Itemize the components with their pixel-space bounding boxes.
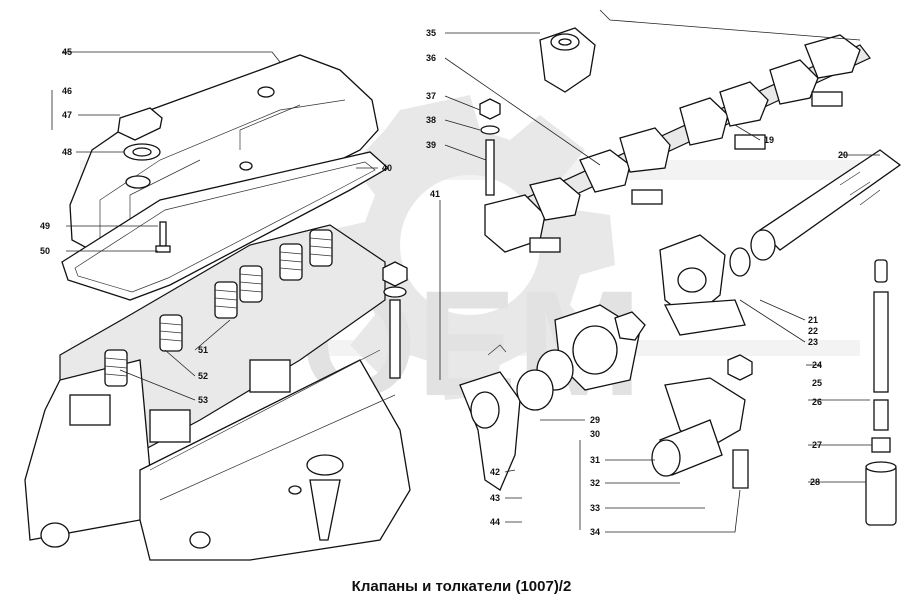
- callout-21: 21: [808, 315, 818, 325]
- callout-49: 49: [40, 221, 50, 231]
- valve-springs: [104, 229, 333, 387]
- callout-53: 53: [198, 395, 208, 405]
- cylinder-head: [24, 224, 411, 561]
- callout-48: 48: [62, 147, 72, 157]
- callout-19: 19: [764, 135, 774, 145]
- callout-37: 37: [426, 91, 436, 101]
- cover-gasket: [61, 151, 390, 301]
- callout-35: 35: [426, 28, 436, 38]
- rocker-arms: [484, 34, 861, 253]
- rocker-arm-42: [459, 344, 554, 491]
- callout-42: 42: [490, 467, 500, 477]
- shaft-end-tube-20: [729, 149, 902, 277]
- callout-32: 32: [590, 478, 600, 488]
- rocker-bracket-35: [539, 27, 596, 93]
- callout-52: 52: [198, 371, 208, 381]
- callout-38: 38: [426, 115, 436, 125]
- callout-29: 29: [590, 415, 600, 425]
- callout-27: 27: [812, 440, 822, 450]
- callout-23: 23: [808, 337, 818, 347]
- oil-filler-cap: [117, 107, 163, 161]
- callout-45: 45: [62, 47, 72, 57]
- callout-43: 43: [490, 493, 500, 503]
- head-stud-nut: [382, 261, 408, 379]
- callout-51: 51: [198, 345, 208, 355]
- rocker-arm-33-34: [651, 354, 753, 489]
- callout-41: 41: [430, 189, 440, 199]
- rocker-bracket-exploded: [659, 234, 746, 336]
- callout-36: 36: [426, 53, 436, 63]
- callout-31: 31: [590, 455, 600, 465]
- callout-44: 44: [490, 517, 500, 527]
- nut-washer-stud-37-39: [479, 98, 501, 196]
- callout-33: 33: [590, 503, 600, 513]
- callout-50: 50: [40, 246, 50, 256]
- callout-labels: 45 46 47 48 40 49 50 51 52 53 35 36 37 3…: [40, 28, 848, 537]
- rocker-arm-exploded: [536, 304, 646, 391]
- cover-stud: [155, 221, 171, 253]
- callout-26: 26: [812, 397, 822, 407]
- callout-46: 46: [62, 86, 72, 96]
- callout-20: 20: [838, 150, 848, 160]
- callout-34: 34: [590, 527, 600, 537]
- callout-30: 30: [590, 429, 600, 439]
- callout-40: 40: [382, 163, 392, 173]
- callout-24: 24: [812, 360, 822, 370]
- callout-25: 25: [812, 378, 822, 388]
- callout-28: 28: [810, 477, 820, 487]
- callout-47: 47: [62, 110, 72, 120]
- diagram-title: Клапаны и толкатели (1007)/2: [351, 578, 572, 595]
- callout-39: 39: [426, 140, 436, 150]
- pushrod-tappet-parts: [865, 259, 897, 526]
- callout-22: 22: [808, 326, 818, 336]
- leader-lines: [51, 9, 880, 533]
